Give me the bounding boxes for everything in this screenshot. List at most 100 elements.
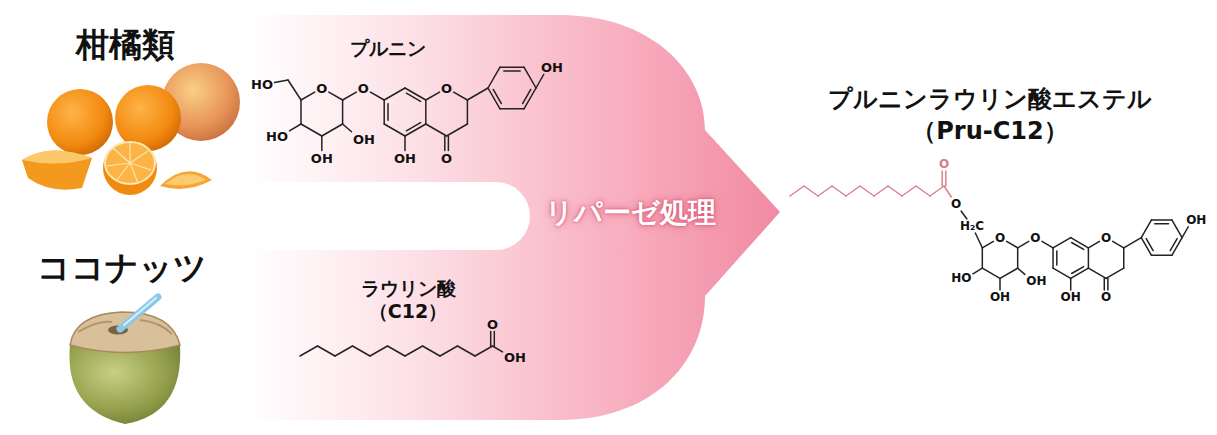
atom-label: OH bbox=[394, 152, 416, 165]
bond-line bbox=[1113, 241, 1124, 247]
coconut-photo bbox=[69, 297, 180, 424]
bond-line bbox=[1088, 241, 1099, 247]
atom-label: OH bbox=[990, 291, 1010, 303]
bond-line bbox=[493, 89, 501, 103]
atom-label: O bbox=[441, 152, 452, 165]
atom-label: O bbox=[1101, 232, 1111, 244]
bond-line bbox=[973, 268, 982, 274]
bond-line bbox=[406, 93, 420, 101]
bond-line bbox=[982, 248, 984, 268]
bond-line bbox=[370, 346, 388, 356]
atom-label: OH bbox=[504, 351, 526, 364]
bond-line bbox=[1146, 239, 1153, 251]
orange-wedge-face bbox=[22, 150, 92, 163]
bond-line bbox=[1123, 248, 1125, 268]
bond-line bbox=[1124, 238, 1142, 248]
atom-label: OH bbox=[353, 133, 375, 146]
bond-line bbox=[448, 136, 450, 151]
bond-line bbox=[1172, 220, 1182, 238]
atom-label: O bbox=[995, 232, 1005, 244]
orange-half bbox=[103, 141, 157, 195]
process-label: リパーゼ処理 bbox=[545, 196, 716, 230]
atom-label: OH bbox=[1026, 275, 1046, 287]
atom-label: OH bbox=[1186, 214, 1206, 226]
bond-line bbox=[387, 104, 389, 120]
bond-line bbox=[500, 108, 524, 110]
bond-line bbox=[1018, 268, 1025, 274]
bond-line bbox=[860, 186, 874, 196]
compound-name: ラウリン酸 （C12） bbox=[348, 277, 468, 323]
atom-label: O bbox=[441, 82, 452, 95]
atom-label: O bbox=[1101, 291, 1111, 303]
bond-line bbox=[467, 100, 469, 124]
bond-line bbox=[301, 92, 315, 100]
bond-line bbox=[475, 346, 493, 356]
bond-line bbox=[1072, 243, 1084, 250]
bond-line bbox=[832, 186, 846, 196]
bond-line bbox=[300, 346, 318, 356]
bond-line bbox=[335, 346, 353, 356]
bond-line bbox=[874, 186, 888, 196]
atom-label: HO bbox=[251, 78, 273, 91]
atom-label: O bbox=[316, 82, 327, 95]
atom-label: O bbox=[1030, 232, 1040, 244]
bond-line bbox=[493, 346, 503, 352]
bond-line bbox=[1070, 278, 1072, 290]
bond-line bbox=[1072, 267, 1084, 274]
bond-line bbox=[426, 124, 447, 136]
product-name: プルニンラウリン酸エステル （Pru-C12） bbox=[820, 83, 1160, 148]
bond-line bbox=[300, 100, 302, 124]
orange bbox=[47, 89, 113, 155]
bond-line bbox=[370, 92, 384, 100]
bond-line bbox=[490, 332, 492, 347]
bond-line bbox=[343, 124, 352, 132]
bond-line bbox=[342, 100, 344, 124]
bond-line bbox=[975, 233, 982, 248]
bond-line bbox=[888, 186, 902, 196]
bond-line bbox=[1182, 227, 1188, 238]
bond-line bbox=[425, 100, 427, 124]
straw bbox=[120, 297, 158, 329]
bond-line bbox=[1053, 238, 1071, 248]
bond-line bbox=[1141, 220, 1151, 238]
atom-label: H₂C bbox=[960, 220, 984, 232]
bond-line bbox=[1000, 268, 1018, 278]
bond-line bbox=[846, 186, 860, 196]
bond-line bbox=[343, 92, 357, 100]
source-label: 柑橘類 bbox=[76, 28, 175, 61]
bond-line bbox=[1088, 248, 1090, 268]
bond-line bbox=[961, 211, 967, 219]
bond-line bbox=[1104, 278, 1106, 290]
bond-line bbox=[1088, 268, 1106, 278]
bond-line bbox=[1053, 268, 1071, 278]
bond-line bbox=[423, 346, 441, 356]
bond-line bbox=[467, 88, 488, 100]
bond-line bbox=[388, 346, 406, 356]
bond-line bbox=[454, 92, 468, 100]
atom-label: O bbox=[487, 318, 498, 331]
bond-line bbox=[322, 124, 343, 136]
bond-line bbox=[804, 186, 818, 196]
orange bbox=[115, 85, 181, 151]
atom-label: OH bbox=[311, 152, 333, 165]
atom-label: O bbox=[951, 198, 961, 210]
bond-line bbox=[930, 186, 944, 196]
bond-line bbox=[488, 67, 500, 88]
atom-label: OH bbox=[541, 61, 563, 74]
bond-line bbox=[523, 89, 531, 103]
bond-line bbox=[289, 124, 301, 131]
bond-line bbox=[384, 88, 405, 100]
bond-line bbox=[405, 346, 423, 356]
bond-line bbox=[288, 80, 301, 100]
bond-line bbox=[1017, 248, 1019, 268]
bond-line bbox=[353, 346, 371, 356]
bond-line bbox=[383, 100, 385, 124]
bond-line bbox=[941, 171, 943, 186]
arrow-fill bbox=[245, 15, 780, 420]
bond-line bbox=[318, 346, 336, 356]
bond-line bbox=[1106, 268, 1124, 278]
bond-line bbox=[944, 186, 951, 197]
bond-line bbox=[301, 124, 322, 136]
bond-line bbox=[458, 346, 476, 356]
orange-slice-face bbox=[165, 174, 206, 185]
